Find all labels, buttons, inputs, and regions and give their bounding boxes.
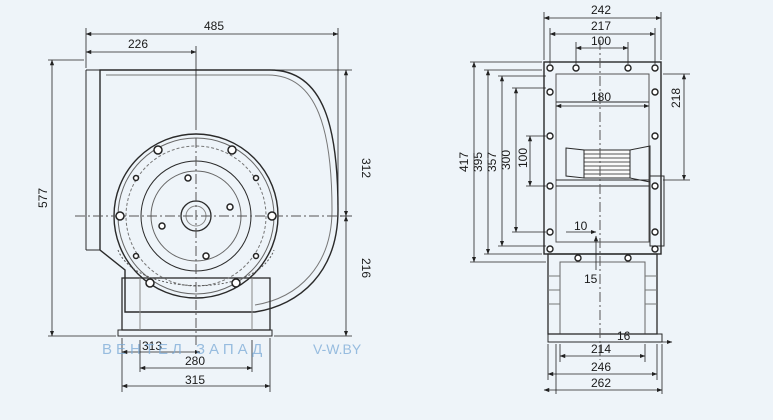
side-dim-labels: 242 217 100 180 218 417 395 357 300 100 … (457, 3, 683, 390)
front-dimensions (48, 28, 352, 392)
watermark-site: V-W.BY (313, 341, 362, 357)
dim-100-vertical: 100 (516, 148, 530, 168)
side-view (543, 40, 665, 360)
dim-10: 10 (574, 219, 588, 233)
dim-15: 15 (584, 272, 598, 286)
front-view (75, 69, 345, 345)
dim-577: 577 (36, 188, 50, 208)
dim-315: 315 (185, 373, 205, 387)
dim-100-top: 100 (591, 34, 611, 48)
dim-246: 246 (591, 360, 611, 374)
dim-242: 242 (591, 3, 611, 17)
dim-216: 216 (359, 258, 373, 278)
dim-262: 262 (591, 376, 611, 390)
dim-16: 16 (617, 329, 631, 343)
scroll-housing-inner (106, 74, 333, 306)
dim-226: 226 (128, 37, 148, 51)
scroll-housing (99, 69, 339, 313)
watermark-brand-1: ВЕНТЕЛ (102, 341, 186, 358)
front-dim-labels: 485 226 577 312 216 313 280 315 (36, 19, 373, 387)
side-bolts (546, 64, 659, 262)
watermark: ВЕНТЕЛ ЗАПАД V-W.BY (102, 341, 362, 358)
dim-218: 218 (669, 88, 683, 108)
dim-300: 300 (499, 150, 513, 170)
dim-485: 485 (204, 19, 224, 33)
dim-417: 417 (457, 152, 471, 172)
watermark-brand-2: ЗАПАД (196, 341, 266, 358)
front-bolts (115, 145, 277, 288)
dim-180: 180 (591, 90, 611, 104)
dim-313: 313 (142, 339, 162, 353)
side-dimensions (470, 12, 690, 394)
dim-280: 280 (185, 354, 205, 368)
side-base (547, 253, 658, 335)
dim-217: 217 (591, 19, 611, 33)
dim-312: 312 (359, 158, 373, 178)
dim-395: 395 (471, 152, 485, 172)
dim-357: 357 (485, 152, 499, 172)
dim-214: 214 (591, 342, 611, 356)
